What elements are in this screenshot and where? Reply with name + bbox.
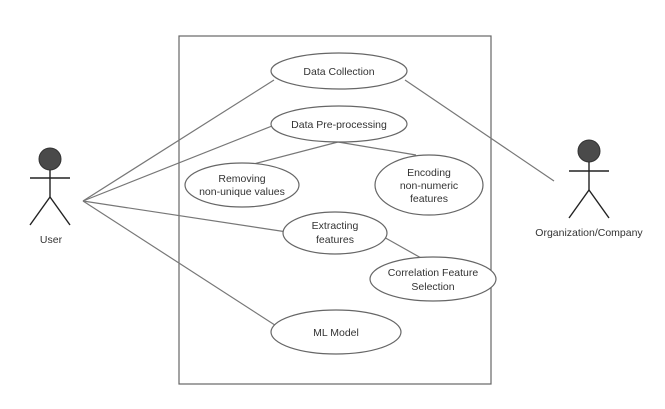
usecase-ml-model xyxy=(270,309,402,355)
label-ml-model: ML Model xyxy=(313,327,359,339)
actor-user-head-icon xyxy=(38,147,62,171)
actor-organization-head-icon xyxy=(577,139,601,163)
usecase-removing-nonunique xyxy=(184,162,300,208)
label-extracting-line1: Extracting xyxy=(312,220,359,232)
usecase-extracting-features xyxy=(282,211,388,255)
actor-organization: Organization/Company xyxy=(535,139,643,239)
label-removing-line2: non-unique values xyxy=(199,186,285,198)
label-encoding-line1: Encoding xyxy=(407,167,451,179)
system-boundary xyxy=(178,35,492,385)
actor-organization-label: Organization/Company xyxy=(535,227,643,239)
actor-organization-right-leg xyxy=(588,189,610,219)
label-extracting-line2: features xyxy=(316,234,354,246)
label-correlation-line1: Correlation Feature xyxy=(388,267,479,279)
link-preprocessing-encoding xyxy=(337,141,417,156)
assoc-user-extracting-features xyxy=(82,200,288,233)
actor-organization-left-leg xyxy=(568,189,590,219)
label-encoding-line2: non-numeric xyxy=(400,180,458,192)
usecase-correlation-feature-selection xyxy=(369,256,497,302)
label-correlation-line2: Selection xyxy=(411,281,454,293)
label-data-collection: Data Collection xyxy=(303,66,374,78)
assoc-user-data-collection xyxy=(82,79,275,202)
assoc-user-data-preprocessing xyxy=(82,125,273,202)
assoc-org-data-collection xyxy=(404,79,555,182)
actor-user-left-leg xyxy=(29,196,51,226)
link-preprocessing-removing xyxy=(245,141,339,167)
label-removing-line1: Removing xyxy=(218,173,265,185)
label-data-preprocessing: Data Pre-processing xyxy=(291,119,387,131)
assoc-user-ml-model xyxy=(82,200,282,330)
usecase-encoding-nonnumeric xyxy=(374,154,484,216)
actor-user-right-leg xyxy=(49,196,71,226)
label-encoding-line3: features xyxy=(410,193,448,205)
usecase-data-preprocessing xyxy=(270,105,408,143)
usecase-data-collection xyxy=(270,52,408,90)
actor-user-label: User xyxy=(40,234,63,246)
actor-user: User xyxy=(29,147,71,246)
